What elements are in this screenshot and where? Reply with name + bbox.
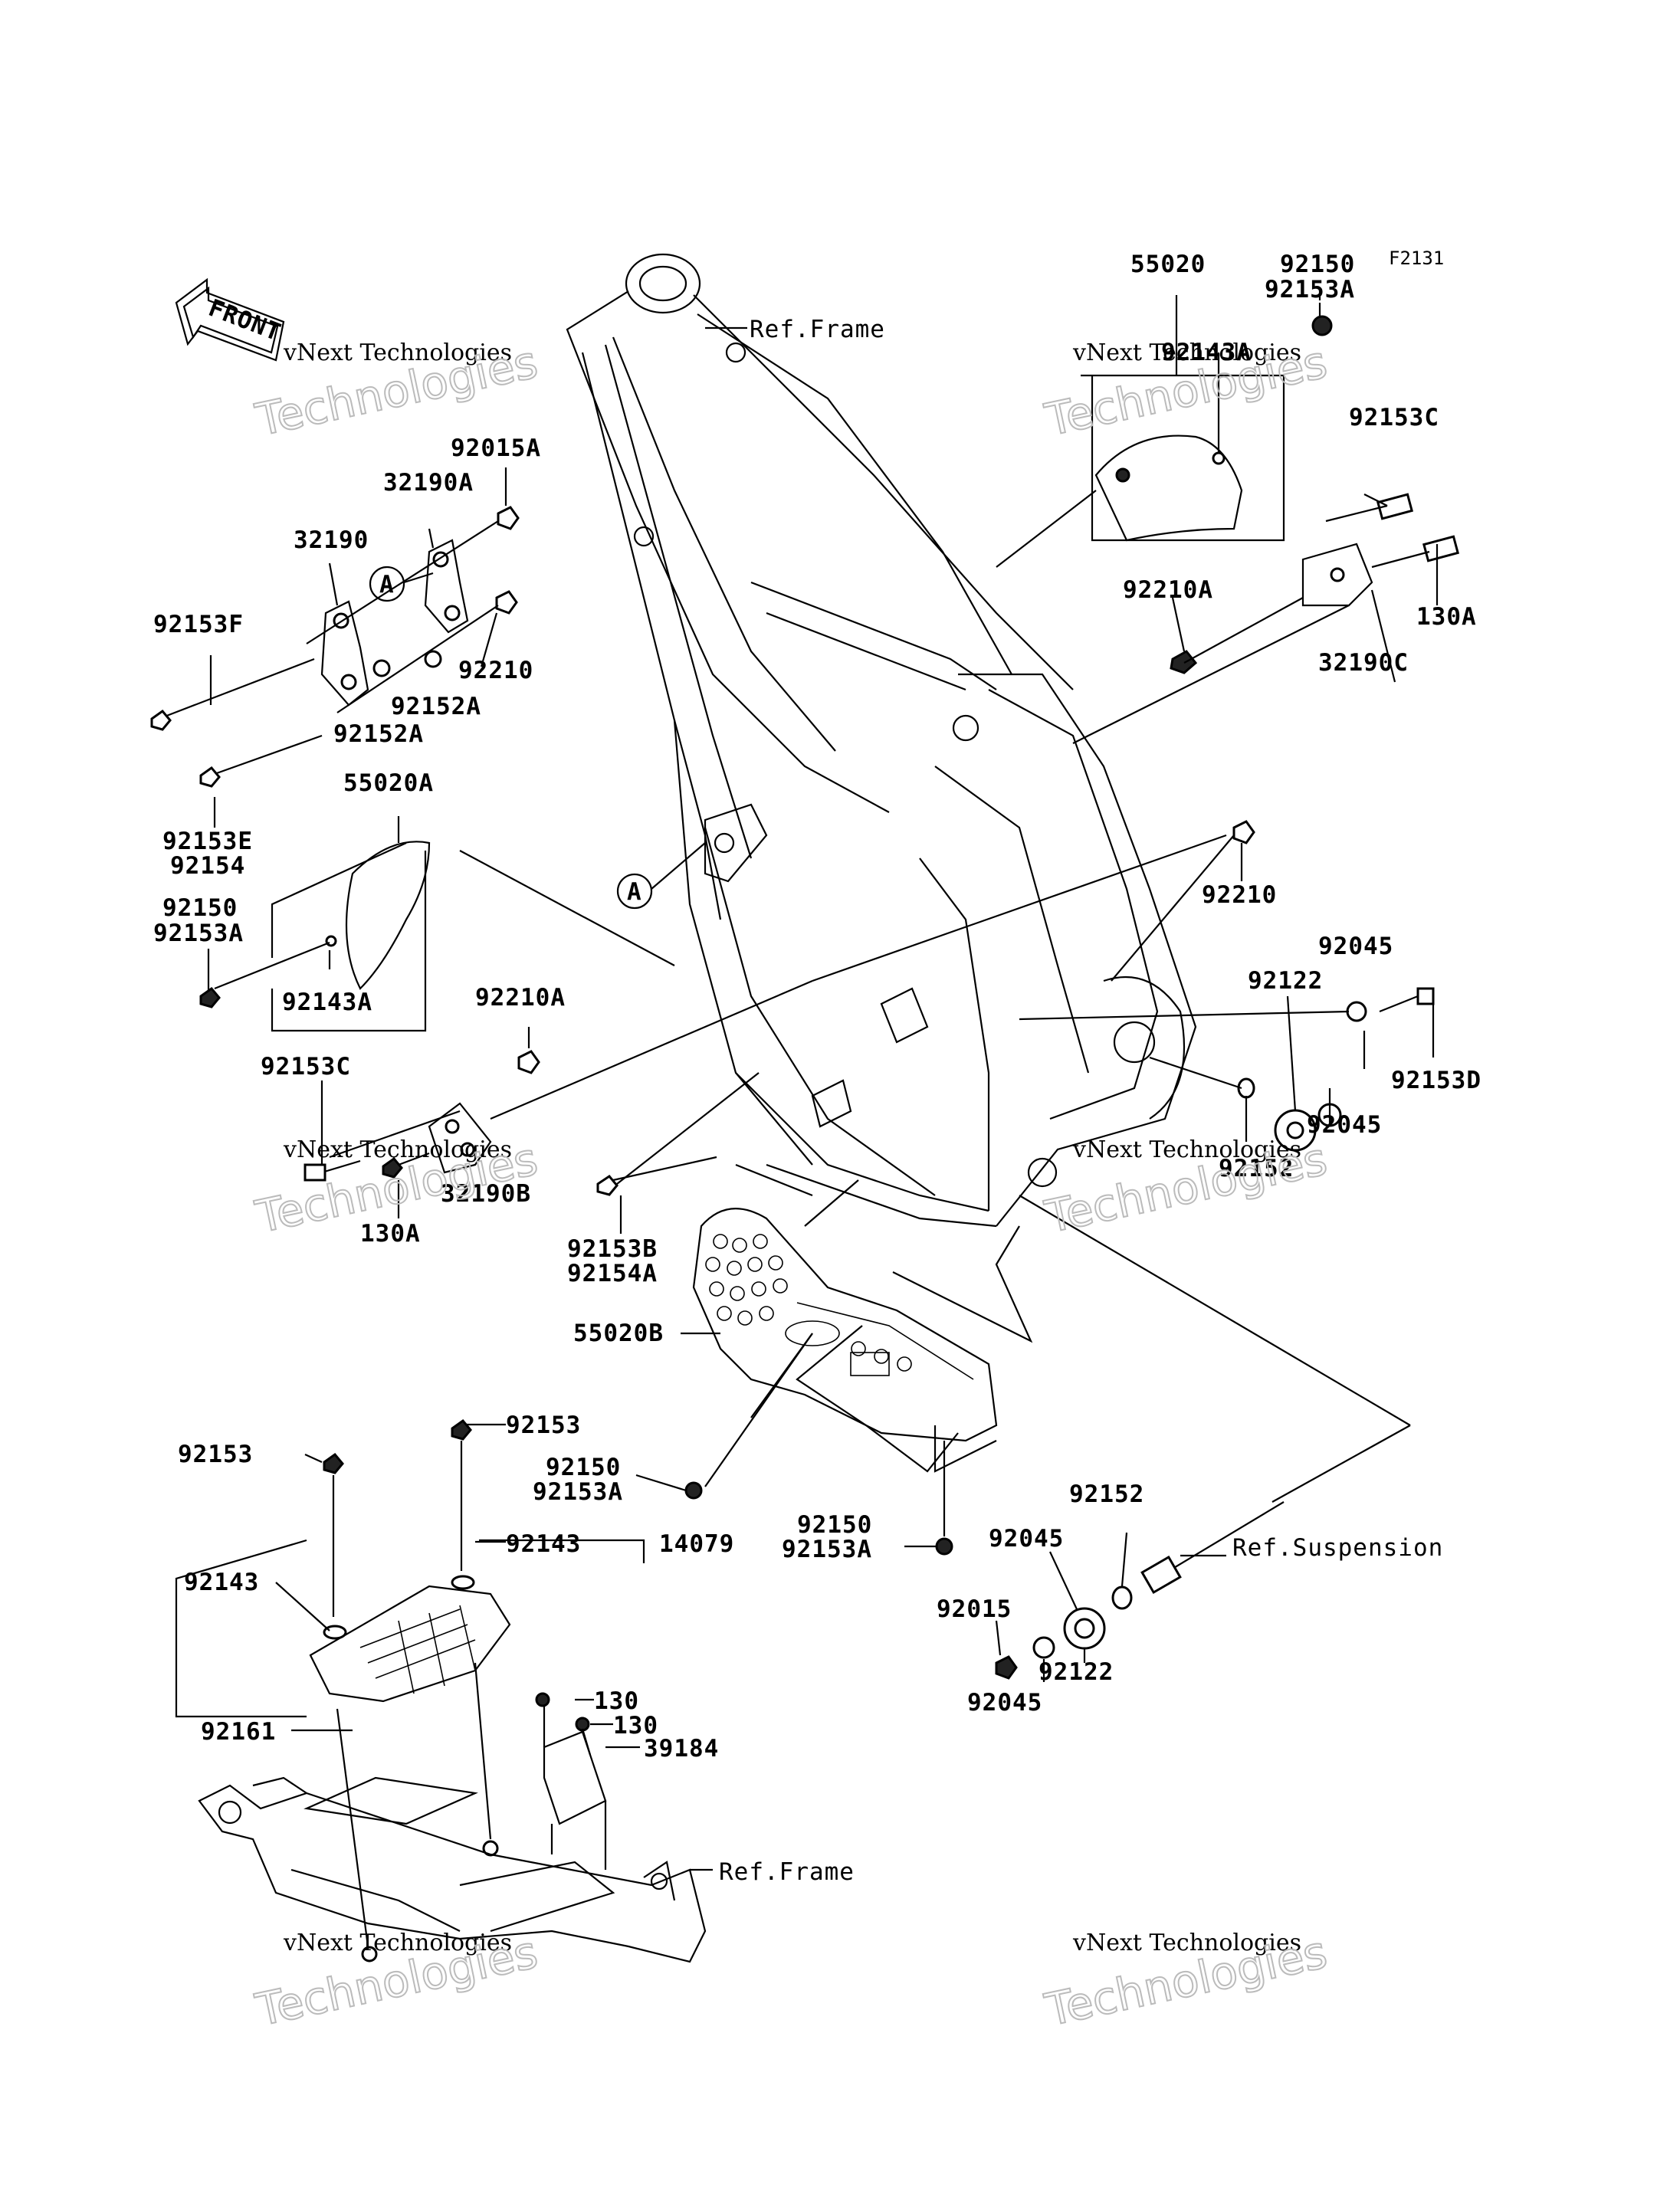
label-92154: 92154 [170, 852, 245, 880]
skid-plate-55020b [684, 1163, 1033, 1556]
label-92153a-left: 92153A [153, 920, 244, 947]
label-92152a-1: 92152A [391, 693, 481, 720]
label-14079: 14079 [659, 1530, 734, 1558]
leader-lines [207, 287, 1439, 1871]
label-92152a-2: 92152A [333, 720, 424, 748]
label-130a-left: 130A [360, 1220, 421, 1248]
callout-a-lower-group: A [616, 842, 706, 910]
label-92122-lower: 92122 [1039, 1658, 1114, 1686]
bracket-39184 [535, 1692, 607, 1870]
label-92150-skid: 92150 [797, 1511, 872, 1539]
label-92152-lower: 92152 [1069, 1481, 1144, 1508]
ref-frame-top: Ref.Frame [750, 316, 885, 343]
label-39184: 39184 [644, 1735, 719, 1763]
ref-frame-bottom: Ref.Frame [719, 1858, 855, 1886]
label-92045-lower-top: 92045 [989, 1525, 1064, 1553]
label-55020: 55020 [1130, 251, 1206, 278]
watermark-text: vNext Technologies [1072, 1136, 1301, 1163]
bolt-92153b [596, 1072, 760, 1196]
label-32190b: 32190B [441, 1180, 531, 1208]
label-92045-right-bottom: 92045 [1307, 1111, 1382, 1139]
label-32190: 32190 [294, 526, 369, 554]
watermark-text: vNext Technologies [283, 1930, 512, 1956]
label-92045-right-top: 92045 [1318, 933, 1393, 960]
label-92143a-top: 92143A [1161, 339, 1252, 366]
bracket-32190b [304, 834, 1227, 1182]
part-labels: 55020 92150 92153A 92143A 92153C 92210A … [153, 251, 1481, 1763]
callout-a-lower: A [627, 878, 642, 906]
ref-suspension: Ref.Suspension [1232, 1534, 1443, 1562]
label-130a-top: 130A [1416, 603, 1477, 631]
label-130-upper: 130 [594, 1687, 639, 1715]
watermark-text: vNext Technologies [283, 1136, 512, 1163]
label-92143a-left: 92143A [282, 989, 372, 1016]
guard-55020-group [996, 295, 1333, 568]
label-92153a-top: 92153A [1265, 276, 1355, 303]
label-32190a: 32190A [383, 469, 474, 497]
guard-14079-assembly [175, 1418, 645, 1963]
label-92210-upper: 92210 [458, 657, 533, 684]
label-92152-right: 92152 [1219, 1155, 1294, 1182]
label-92153c-left: 92153C [261, 1053, 351, 1080]
label-92153c-top: 92153C [1349, 404, 1439, 431]
label-92143-left: 92143 [184, 1569, 259, 1596]
label-92045-lower-bottom: 92045 [967, 1689, 1042, 1717]
label-92015: 92015 [937, 1595, 1012, 1623]
label-92153a-mid: 92153A [533, 1478, 623, 1506]
bracket-32190c [1072, 493, 1460, 744]
watermark-text: vNext Technologies [1072, 1930, 1301, 1956]
label-92210a-top: 92210A [1123, 576, 1213, 604]
label-55020a: 55020A [343, 769, 434, 797]
label-92153b: 92153B [567, 1235, 658, 1263]
sprocket-group-right [1019, 820, 1435, 1152]
label-92210-right: 92210 [1202, 881, 1277, 909]
watermark-text: vNext Technologies [283, 339, 512, 366]
label-92153a-skid: 92153A [782, 1536, 872, 1563]
label-92122-right: 92122 [1248, 967, 1323, 995]
sprocket-lower [1063, 1607, 1106, 1650]
diagram-code: F2131 [1389, 248, 1444, 269]
label-92154a: 92154A [567, 1260, 658, 1287]
lower-frame [198, 1776, 707, 1963]
label-92153f: 92153F [153, 611, 244, 638]
pivot-shaft [995, 1195, 1411, 1680]
label-92150-mid: 92150 [546, 1454, 621, 1481]
label-92143-right: 92143 [506, 1530, 581, 1558]
label-55020b: 55020B [573, 1320, 664, 1347]
label-92210a-left: 92210A [475, 984, 566, 1012]
label-92153d: 92153D [1391, 1067, 1481, 1094]
label-92015a: 92015A [451, 434, 541, 462]
label-92153-left: 92153 [178, 1441, 253, 1468]
main-frame [566, 253, 1197, 1228]
label-92150-left: 92150 [162, 894, 238, 922]
engine-mount-upper-left: A [150, 506, 520, 788]
label-92153e: 92153E [162, 828, 253, 855]
label-32190c: 32190C [1318, 649, 1409, 677]
callout-a-upper: A [379, 571, 395, 598]
watermark-text: vNext Technologies [1072, 339, 1301, 366]
label-92153-right: 92153 [506, 1412, 581, 1439]
label-92161: 92161 [201, 1718, 276, 1746]
label-130-lower: 130 [613, 1712, 658, 1740]
front-arrow-icon: FRONT [175, 277, 285, 362]
label-92150-top: 92150 [1280, 251, 1355, 278]
guard-55020a-group [199, 816, 675, 1032]
